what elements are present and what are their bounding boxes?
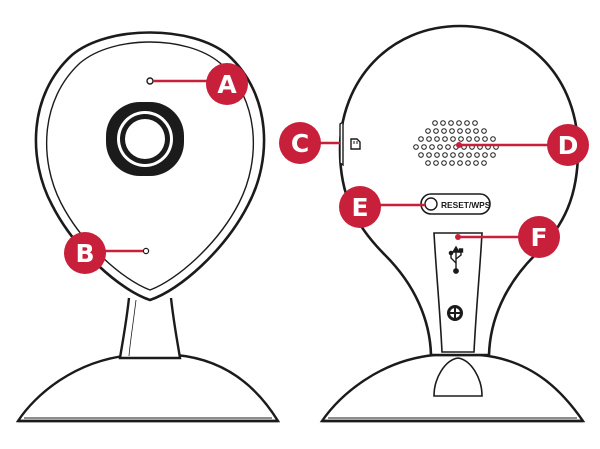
callout-c-badge (279, 122, 321, 164)
callout-f-badge (518, 216, 560, 258)
speaker-hole (465, 160, 471, 166)
reset-wps-label: RESET/WPS (441, 200, 491, 210)
speaker-hole (437, 144, 443, 150)
callout-e-badge (339, 186, 381, 228)
sd-card-slot (339, 120, 344, 167)
speaker-hole (434, 136, 440, 142)
speaker-hole (457, 128, 463, 134)
speaker-hole (433, 128, 439, 134)
front-view (15, 31, 281, 423)
speaker-hole (442, 136, 448, 142)
speaker-hole (434, 152, 440, 158)
speaker-hole (421, 144, 427, 150)
microphone (142, 247, 150, 255)
speaker-hole (418, 136, 424, 142)
callout-d-badge (547, 124, 589, 166)
speaker-hole (433, 160, 439, 166)
speaker-hole (441, 128, 447, 134)
callout-d-dot (456, 142, 462, 148)
speaker-hole (482, 152, 488, 158)
speaker-hole (429, 144, 435, 150)
callout-e-label: E (351, 193, 368, 222)
speaker-hole (482, 136, 488, 142)
speaker-hole (456, 120, 462, 126)
speaker-hole (490, 136, 496, 142)
usb-icon (448, 245, 464, 274)
speaker-hole (445, 144, 451, 150)
speaker-hole (457, 160, 463, 166)
speaker-hole (465, 128, 471, 134)
speaker-hole (413, 144, 419, 150)
speaker-hole (450, 136, 456, 142)
callout-a-label: A (217, 70, 237, 99)
speaker-hole (458, 152, 464, 158)
front-neck (118, 297, 182, 360)
speaker-hole (450, 152, 456, 158)
speaker-hole (466, 152, 472, 158)
front-neck-shadow (128, 299, 137, 357)
front-base (15, 353, 281, 423)
speaker-hole (472, 120, 478, 126)
reset-button[interactable] (424, 197, 438, 211)
speaker-hole (474, 152, 480, 158)
speaker-hole (425, 128, 431, 134)
speaker-hole (442, 152, 448, 158)
callout-c-label: C (291, 129, 309, 158)
light-sensor (146, 77, 154, 85)
lens-glass (125, 119, 165, 159)
speaker-hole (426, 136, 432, 142)
back-base-hub (433, 357, 483, 397)
callout-f-label: F (530, 223, 547, 252)
speaker-hole (481, 160, 487, 166)
speaker-hole (481, 128, 487, 134)
speaker-hole (490, 152, 496, 158)
callouts: A B C D E F (64, 63, 589, 274)
speaker-hole (426, 152, 432, 158)
speaker-hole (441, 160, 447, 166)
callout-b-label: B (75, 239, 94, 268)
speaker-hole (474, 136, 480, 142)
speaker-hole (473, 128, 479, 134)
speaker-hole (448, 120, 454, 126)
back-neck-slot (433, 232, 483, 353)
callout-a-badge (206, 63, 248, 105)
callout-d-label: D (558, 131, 579, 160)
callout-b-badge (64, 232, 106, 274)
sd-card-icon (350, 138, 361, 150)
screw-icon (447, 305, 463, 321)
speaker-hole (466, 136, 472, 142)
speaker-hole (425, 160, 431, 166)
speaker-hole (473, 160, 479, 166)
speaker-hole (458, 136, 464, 142)
speaker-hole (449, 128, 455, 134)
speaker-hole (464, 120, 470, 126)
speaker-hole (440, 120, 446, 126)
speaker-hole (418, 152, 424, 158)
speaker-hole (449, 160, 455, 166)
speaker-hole (432, 120, 438, 126)
callout-f-dot (455, 234, 461, 240)
